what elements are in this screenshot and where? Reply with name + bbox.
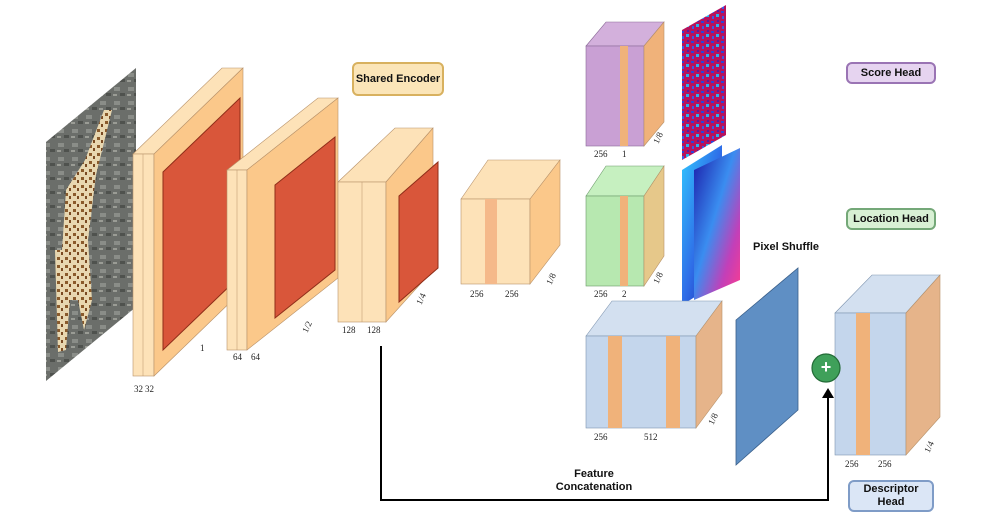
descriptor-input-block [585, 300, 723, 429]
block1-width-label-a: 32 [134, 384, 143, 394]
descriptor-head-label: Descriptor Head [848, 480, 934, 512]
input-image [46, 68, 136, 381]
score-width-label-a: 256 [594, 149, 608, 159]
block3-width-label-a: 128 [342, 325, 356, 335]
score-head-block [585, 5, 726, 160]
desc-in-width-label-b: 512 [644, 432, 658, 442]
shared-encoder-label: Shared Encoder [352, 62, 444, 96]
score-head-label: Score Head [846, 62, 936, 84]
giraffe-figure [55, 110, 112, 352]
block2-width-label-a: 64 [233, 352, 242, 362]
block3-width-label-b: 128 [367, 325, 381, 335]
encoder-block-2 [226, 97, 339, 351]
add-node [811, 353, 841, 383]
feature-concatenation-label: Feature Concatenation [555, 468, 633, 493]
block1-scale-label: 1 [200, 343, 205, 353]
location-width-label-a: 256 [594, 289, 608, 299]
encoder-block-1 [132, 67, 244, 377]
location-width-label-b: 2 [622, 289, 627, 299]
block2-width-label-b: 64 [251, 352, 260, 362]
feature-concatenation-arrow [380, 346, 834, 501]
location-head-label: Location Head [846, 208, 936, 230]
plus-symbol: + [820, 357, 832, 377]
score-heatmap [682, 5, 726, 160]
block4-width-label-a: 256 [470, 289, 484, 299]
encoder-block-4 [460, 159, 561, 285]
desc-in-width-label-a: 256 [594, 432, 608, 442]
pixel-shuffle-label: Pixel Shuffle [752, 241, 820, 253]
score-width-label-b: 1 [622, 149, 627, 159]
desc-out-width-label-b: 256 [878, 459, 892, 469]
pixel-shuffle-plane [735, 267, 799, 466]
desc-out-width-label-a: 256 [845, 459, 859, 469]
location-map-2 [694, 148, 740, 300]
descriptor-output-block [834, 274, 941, 456]
block1-width-label-b: 32 [145, 384, 154, 394]
block4-width-label-b: 256 [505, 289, 519, 299]
location-head-block [585, 145, 740, 305]
encoder-block-3 [337, 127, 439, 323]
